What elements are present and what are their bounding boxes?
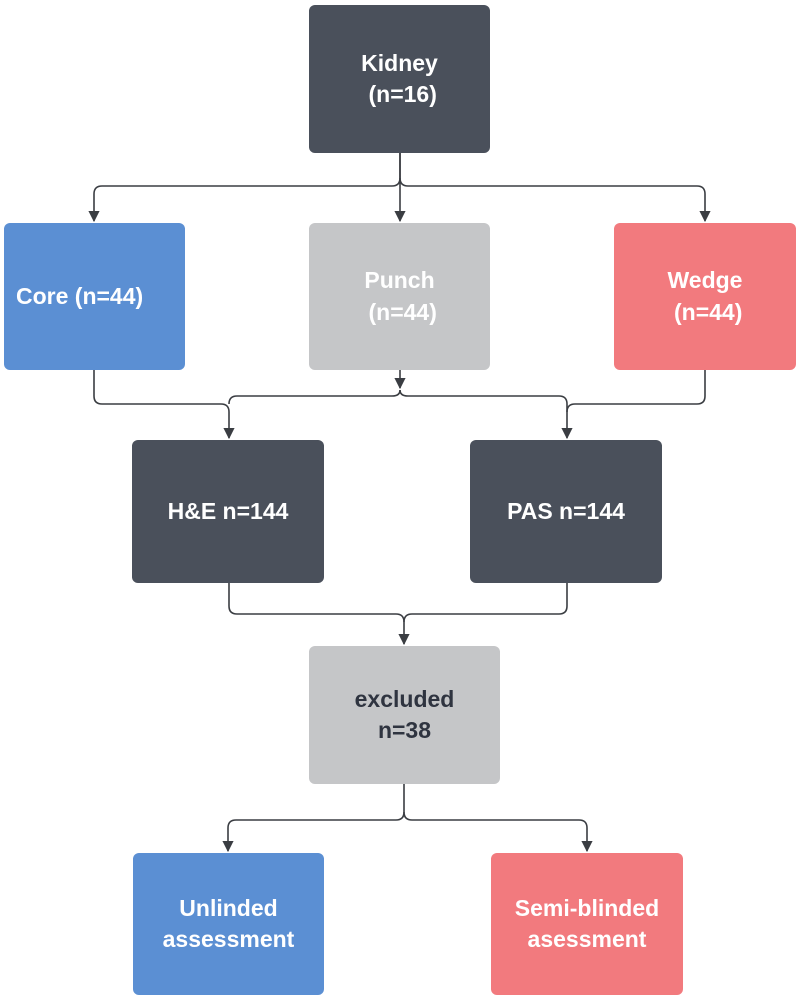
node-unblinded-label-1: Unlinded (179, 894, 278, 921)
connector-kidney-wedge (399, 177, 711, 223)
node-unblinded-assessment: Unlinded assessment (133, 853, 324, 995)
connector-pas-excluded (403, 583, 568, 623)
node-core: Core (n=44) (4, 223, 185, 370)
node-semi-label-1: Semi-blinded (514, 894, 660, 921)
node-punch-label: Punch (364, 267, 435, 294)
node-pas-stain: PAS n=144 (470, 440, 662, 583)
connector-punch-pas (399, 389, 573, 440)
node-semi-blinded-assessment: Semi-blinded asessment (491, 853, 683, 995)
node-excluded-count: n=38 (377, 717, 432, 743)
node-unblinded-label-2: assessment (162, 926, 295, 952)
connector-wedge-pas (566, 370, 706, 413)
node-semi-label-2: asessment (527, 926, 647, 952)
node-core-label: Core (n=44) (16, 282, 144, 309)
connector-excluded-unblinded (222, 784, 405, 853)
node-he-label: H&E n=144 (167, 497, 289, 524)
node-he-stain: H&E n=144 (132, 440, 324, 583)
node-punch: Punch (n=44) (309, 223, 490, 370)
node-wedge-label: Wedge (667, 267, 743, 294)
node-wedge-count: (n=44) (667, 298, 743, 325)
node-kidney-label: Kidney (361, 49, 438, 76)
connector-punch-he (228, 389, 401, 405)
node-wedge: Wedge (n=44) (614, 223, 796, 370)
connector-excluded-semi (403, 811, 593, 853)
node-excluded-label: excluded (354, 685, 455, 712)
node-kidney-count: (n=16) (362, 81, 437, 107)
node-punch-count: (n=44) (362, 298, 437, 325)
node-pas-label: PAS n=144 (507, 497, 625, 524)
connector-he-excluded (228, 583, 410, 646)
node-excluded: excluded n=38 (309, 646, 500, 784)
node-kidney: Kidney (n=16) (309, 5, 490, 153)
connector-kidney-core (88, 153, 401, 223)
connector-core-he (93, 370, 235, 440)
